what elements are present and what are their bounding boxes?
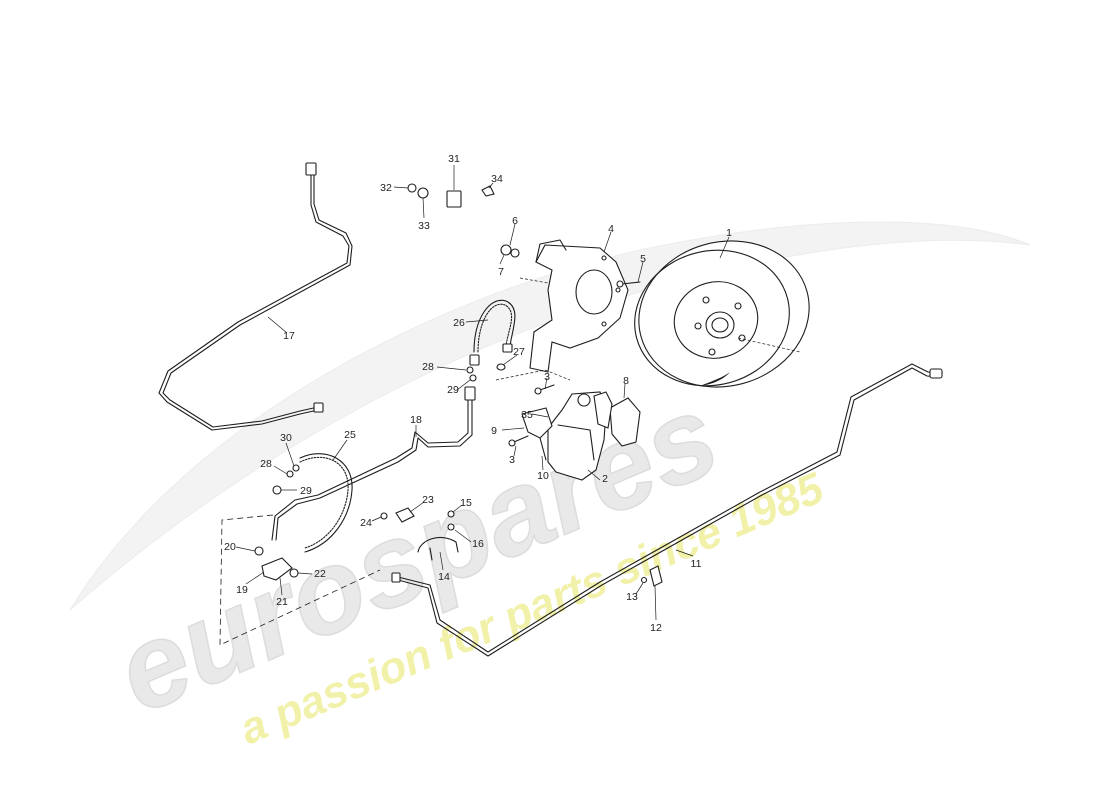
clip-27 — [496, 363, 506, 371]
bolt-20 — [254, 546, 264, 556]
callout-15: 15 — [460, 497, 472, 509]
callout-32: 32 — [380, 182, 392, 194]
callout-18: 18 — [410, 414, 422, 426]
union-22 — [289, 568, 299, 578]
callout-4: 4 — [608, 223, 614, 235]
bolt-3-lower — [513, 435, 529, 443]
screw-13 — [640, 576, 648, 584]
callout-14: 14 — [438, 571, 450, 583]
callout-11: 11 — [691, 558, 702, 570]
retaining-plate-31 — [446, 190, 462, 208]
callout-22: 22 — [314, 568, 326, 580]
washer-33 — [417, 187, 429, 199]
bracket-23 — [395, 507, 415, 523]
callout-28: 28 — [422, 361, 434, 373]
callout-23: 23 — [422, 494, 434, 506]
callout-17: 17 — [283, 330, 295, 342]
t-piece-19 — [261, 557, 293, 581]
callout-10: 10 — [537, 470, 549, 482]
screw-24 — [380, 512, 388, 520]
nut-6 — [500, 244, 512, 256]
callout-labels: 1 2 3 3 4 5 6 7 8 9 10 11 12 13 14 15 16… — [224, 153, 732, 634]
bolt-32 — [407, 183, 417, 193]
callout-29: 29 — [300, 485, 312, 497]
washer-16 — [447, 523, 455, 531]
bolt-5 — [621, 281, 641, 285]
brake-pads — [593, 391, 641, 447]
callout-21: 21 — [276, 596, 288, 608]
callout-19: 19 — [236, 584, 248, 596]
callout-7: 7 — [498, 266, 504, 278]
nut-29 — [469, 374, 477, 382]
seal-28 — [466, 366, 474, 374]
brake-disc — [634, 240, 810, 388]
seal-28-lower — [286, 470, 294, 478]
caliper-bracket — [521, 407, 553, 461]
callout-29: 29 — [447, 384, 459, 396]
callout-3: 3 — [509, 454, 515, 466]
callout-6: 6 — [512, 215, 518, 227]
callout-9: 9 — [491, 425, 497, 437]
callout-1: 1 — [726, 227, 732, 239]
callout-13: 13 — [626, 591, 638, 603]
callout-8: 8 — [623, 375, 629, 387]
clip-12 — [649, 565, 663, 587]
brake-hose-26 — [469, 299, 516, 366]
dashed-assembly-bracket — [219, 514, 381, 646]
brake-line-17 — [158, 162, 353, 431]
brake-line-18 — [271, 386, 476, 541]
callout-24: 24 — [360, 517, 372, 529]
nut-29-lower — [272, 485, 282, 495]
callout-27: 27 — [513, 346, 525, 358]
callout-26: 26 — [453, 317, 465, 329]
callout-30: 30 — [280, 432, 292, 444]
clamp-14 — [417, 537, 459, 553]
callout-25: 25 — [344, 429, 356, 441]
callout-20: 20 — [224, 541, 236, 553]
leader-lines — [235, 165, 801, 621]
brake-line-11 — [391, 363, 943, 657]
backing-plate — [529, 239, 629, 373]
callout-28: 28 — [260, 458, 272, 470]
callout-3: 3 — [544, 371, 550, 383]
clip-34 — [481, 185, 495, 197]
callout-35: 35 — [521, 409, 533, 421]
brake-caliper — [547, 391, 607, 481]
callout-34: 34 — [491, 173, 503, 185]
callout-5: 5 — [640, 253, 646, 265]
fitting-30 — [292, 464, 300, 472]
small-hardware — [254, 183, 663, 587]
bolt-15 — [447, 510, 455, 518]
callout-31: 31 — [448, 153, 460, 165]
bolt-3-upper — [539, 384, 555, 391]
brake-hose-25 — [299, 453, 353, 553]
callout-33: 33 — [418, 220, 430, 232]
callout-2: 2 — [602, 473, 608, 485]
callout-16: 16 — [472, 538, 484, 550]
washer-7 — [510, 248, 520, 258]
callout-12: 12 — [650, 622, 662, 634]
